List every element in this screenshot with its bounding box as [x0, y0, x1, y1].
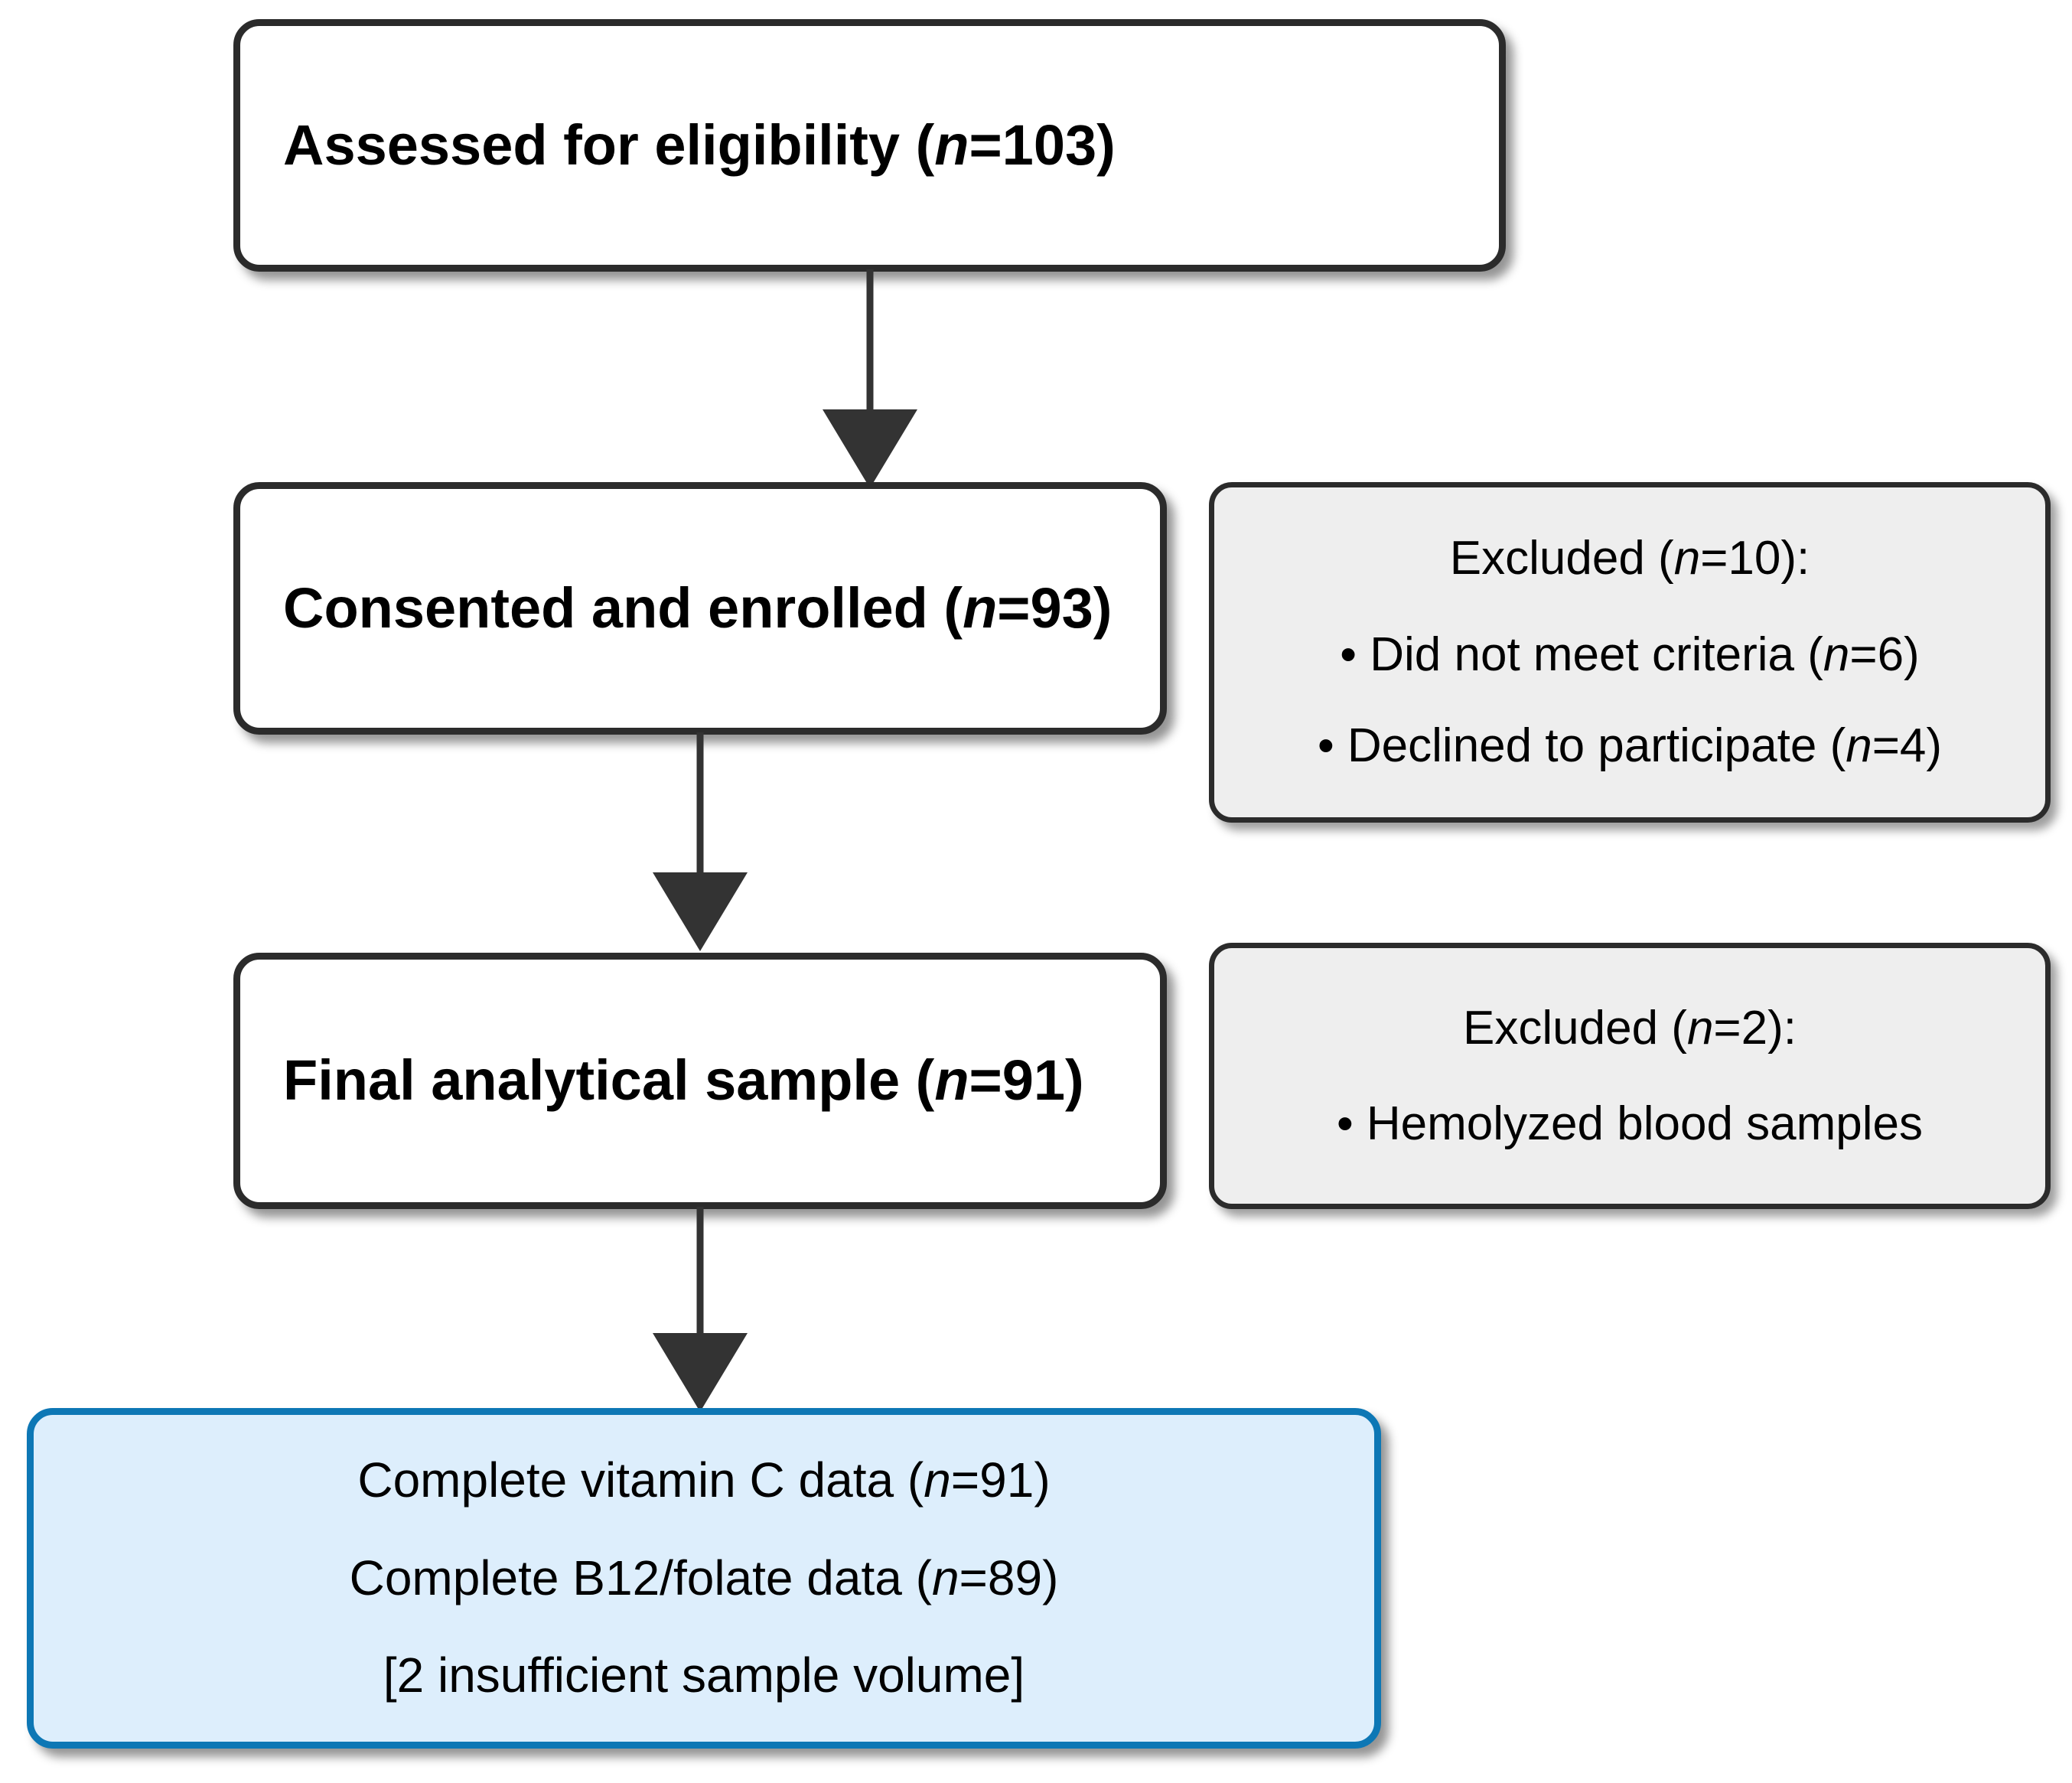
outcome-line-1-prefix: Complete B12/folate data (: [349, 1550, 932, 1605]
excluded-first-item-1-suffix: =4): [1872, 719, 1943, 773]
outcome-line-0-n: n: [924, 1452, 951, 1508]
excluded-second-heading: Excluded (n=2):: [1463, 998, 1797, 1058]
node-final-sample-label: Final analytical sample (n=91): [240, 1045, 1084, 1117]
arrow-shaft: [866, 269, 874, 412]
node-assessed-for-eligibility: Assessed for eligibility (n=103): [233, 19, 1506, 272]
arrow-shaft: [696, 732, 704, 875]
node-complete-data-outcome: Complete vitamin C data (n=91) Complete …: [27, 1408, 1381, 1749]
node-excluded-first: Excluded (n=10): • Did not meet criteria…: [1209, 482, 2051, 823]
node-enrolled-label: Consented and enrolled (n=93): [240, 572, 1112, 645]
outcome-line-1-suffix: =89): [959, 1550, 1059, 1605]
excluded-first-heading-n: n: [1673, 532, 1701, 585]
node-enrolled-text-n: n: [963, 575, 998, 640]
excluded-first-item-0-prefix: • Did not meet criteria (: [1340, 627, 1823, 681]
node-enrolled-text-prefix: Consented and enrolled (: [283, 575, 963, 640]
excluded-second-heading-prefix: Excluded (: [1463, 1001, 1687, 1054]
node-excluded-second: Excluded (n=2): • Hemolyzed blood sample…: [1209, 943, 2051, 1209]
outcome-line-1: Complete B12/folate data (n=89): [350, 1547, 1059, 1610]
outcome-line-0-prefix: Complete vitamin C data (: [357, 1452, 924, 1508]
excluded-second-heading-n: n: [1686, 1001, 1714, 1054]
outcome-line-1-n: n: [931, 1550, 959, 1605]
excluded-first-item-1-prefix: • Declined to participate (: [1317, 719, 1846, 773]
arrow-assessed-to-enrolled: [823, 269, 917, 488]
node-assessed-label: Assessed for eligibility (n=103): [240, 109, 1116, 182]
node-final-sample-text-suffix: =91): [969, 1048, 1084, 1113]
node-assessed-text-prefix: Assessed for eligibility (: [283, 112, 935, 177]
outcome-line-0: Complete vitamin C data (n=91): [357, 1449, 1050, 1512]
excluded-second-item-0-prefix: • Hemolyzed blood samples: [1336, 1097, 1924, 1150]
node-assessed-text-suffix: =103): [969, 112, 1116, 177]
excluded-first-heading-suffix: =10):: [1700, 532, 1810, 585]
arrow-shaft: [696, 1207, 704, 1335]
excluded-second-item-0: • Hemolyzed blood samples: [1337, 1094, 1923, 1154]
arrow-enrolled-to-final-sample: [653, 732, 748, 951]
arrow-final-sample-to-outcome: [653, 1207, 748, 1412]
outcome-line-2-prefix: [2 insufficient sample volume]: [383, 1648, 1025, 1703]
node-final-sample-text-prefix: Final analytical sample (: [283, 1048, 935, 1113]
excluded-first-heading: Excluded (n=10):: [1450, 528, 1810, 588]
arrow-head-icon: [653, 872, 748, 951]
outcome-line-0-suffix: =91): [950, 1452, 1051, 1508]
excluded-first-item-0-n: n: [1823, 627, 1850, 681]
excluded-first-item-1-n: n: [1846, 719, 1872, 773]
node-assessed-text-n: n: [934, 112, 969, 177]
arrow-head-icon: [823, 409, 917, 488]
excluded-first-heading-prefix: Excluded (: [1449, 532, 1674, 585]
excluded-first-item-1: • Declined to participate (n=4): [1318, 715, 1942, 776]
node-final-analytical-sample: Final analytical sample (n=91): [233, 953, 1167, 1209]
excluded-second-heading-suffix: =2):: [1713, 1001, 1797, 1054]
node-enrolled-text-suffix: =93): [997, 575, 1113, 640]
excluded-first-item-0: • Did not meet criteria (n=6): [1340, 624, 1919, 685]
node-final-sample-text-n: n: [934, 1048, 969, 1113]
excluded-first-item-0-suffix: =6): [1849, 627, 1920, 681]
outcome-line-2: [2 insufficient sample volume]: [383, 1644, 1025, 1707]
node-consented-and-enrolled: Consented and enrolled (n=93): [233, 482, 1167, 735]
arrow-head-icon: [653, 1333, 748, 1412]
